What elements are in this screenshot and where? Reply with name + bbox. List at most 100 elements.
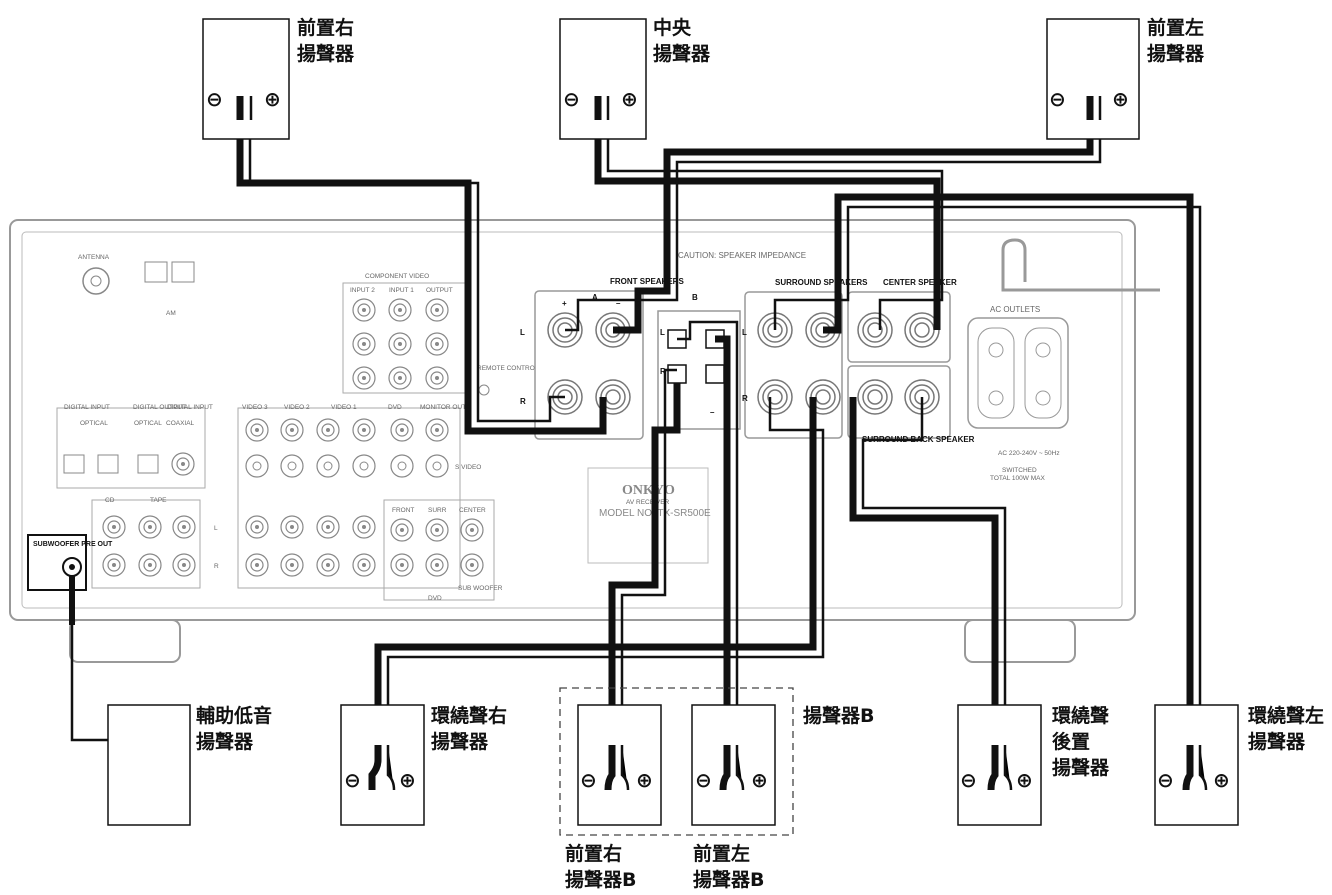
video1-label: VIDEO 1 [331,404,357,411]
subwoofer-speaker [107,704,191,826]
dvd-subwoofer-label: SUB WOOFER [458,585,503,592]
svideo-jack[interactable] [425,454,449,478]
minus-terminal-icon: ⊖ [563,87,580,111]
front-minus-label: – [616,299,621,308]
optical-label: OPTICAL [80,420,108,427]
surround-r-plus-post[interactable] [757,379,793,415]
component-jack[interactable] [425,332,449,356]
component-input2-label: INPUT 2 [350,287,375,294]
svideo-jack[interactable] [280,454,304,478]
brand-logo: ONKYO [622,483,675,498]
speakers-b-group [559,687,794,836]
center-plus-post[interactable] [857,312,893,348]
optical-input-2[interactable] [97,454,119,474]
center-label-1: 中央 [653,16,692,39]
am-terminal-2[interactable] [171,261,195,283]
audio-jack[interactable] [172,553,196,577]
ac-rating-label: AC 220-240V ~ 50Hz [998,450,1060,457]
video-jack[interactable] [280,418,304,442]
ac-outlet-2[interactable] [1024,327,1062,419]
front-b-r-plus-terminal[interactable] [667,364,687,384]
audio-jack[interactable] [245,553,269,577]
am-terminal-1[interactable] [144,261,168,283]
video-jack[interactable] [245,418,269,442]
dvd-bottom-label: DVD [428,595,442,602]
remote-control-jack[interactable] [478,384,490,396]
svideo-jack[interactable] [316,454,340,478]
surround-l-label: L [742,328,747,337]
ac-outlet-1[interactable] [977,327,1015,419]
remote-control-label: REMOTE CONTROL [477,365,539,372]
dvd-jack[interactable] [460,518,484,542]
audio-jack[interactable] [138,515,162,539]
center-speaker: ⊖ ⊕ [559,18,647,140]
plus-terminal-icon: ⊕ [1016,768,1033,792]
speaker-cables [69,100,1202,770]
audio-r-label: R [214,563,219,570]
dvd-jack[interactable] [390,553,414,577]
audio-jack[interactable] [245,515,269,539]
ac-outlets-label: AC OUTLETS [990,305,1040,314]
audio-jack[interactable] [172,515,196,539]
svideo-jack[interactable] [352,454,376,478]
surround-right-label-2: 揚聲器 [431,730,489,753]
front-right-b-label-2: 揚聲器B [565,868,636,891]
front-l-label: L [520,328,525,337]
video-jack[interactable] [316,418,340,442]
plus-terminal-icon: ⊕ [636,768,653,792]
front-b-l-label: L [660,328,665,337]
component-jack[interactable] [352,298,376,322]
audio-jack[interactable] [316,553,340,577]
optical-output[interactable] [137,454,159,474]
front-left-b-label-1: 前置左 [693,842,750,865]
svideo-jack[interactable] [390,454,414,478]
svideo-jack[interactable] [245,454,269,478]
video-jack[interactable] [352,418,376,442]
audio-jack[interactable] [352,515,376,539]
center-speaker-label: CENTER SPEAKER [883,278,957,287]
audio-jack[interactable] [316,515,340,539]
model-plate [587,467,709,564]
front-right-b-speaker: ⊖ ⊕ [577,704,662,826]
receiver-back-panel: ANTENNA AM COMPONENT VIDEO INPUT 2 INPUT… [9,219,1160,663]
front-speakers-label: FRONT SPEAKERS [610,277,684,286]
component-jack[interactable] [352,366,376,390]
surround-back-speaker: ⊖ ⊕ [957,704,1042,826]
optical-input-1[interactable] [63,454,85,474]
audio-jack[interactable] [138,553,162,577]
component-jack[interactable] [388,298,412,322]
front-right-speaker: ⊖ ⊕ [202,18,290,140]
audio-l-label: L [214,525,218,532]
component-jack[interactable] [388,332,412,356]
minus-terminal-icon: ⊖ [695,768,712,792]
front-a-label: A [592,293,598,302]
dvd-jack[interactable] [425,553,449,577]
cable-front-left-b [715,335,731,770]
audio-jack[interactable] [280,553,304,577]
dvd-jack[interactable] [425,518,449,542]
component-jack[interactable] [425,298,449,322]
digital-input2-label: DIGITAL INPUT [167,404,213,411]
audio-jack[interactable] [102,515,126,539]
audio-jack[interactable] [352,553,376,577]
switched-label: SWITCHED [1002,467,1037,474]
surround-right-speaker: ⊖ ⊕ [340,704,425,826]
video-jack[interactable] [425,418,449,442]
dvd-surr-label: SURR [428,507,447,514]
component-jack[interactable] [425,366,449,390]
component-jack[interactable] [352,332,376,356]
total-label: TOTAL 100W MAX [990,475,1045,482]
audio-jack[interactable] [102,553,126,577]
dvd-label: DVD [388,404,402,411]
dvd-jack[interactable] [390,518,414,542]
video-jack[interactable] [390,418,414,442]
surround-back-plus-post[interactable] [857,379,893,415]
plus-terminal-icon: ⊕ [1213,768,1230,792]
front-b-r-minus-terminal[interactable] [705,364,725,384]
coaxial-jack[interactable] [171,452,195,476]
audio-jack[interactable] [280,515,304,539]
minus-terminal-icon: ⊖ [206,87,223,111]
dvd-jack[interactable] [460,553,484,577]
surround-left-label-1: 環繞聲左 [1248,704,1324,727]
component-jack[interactable] [388,366,412,390]
